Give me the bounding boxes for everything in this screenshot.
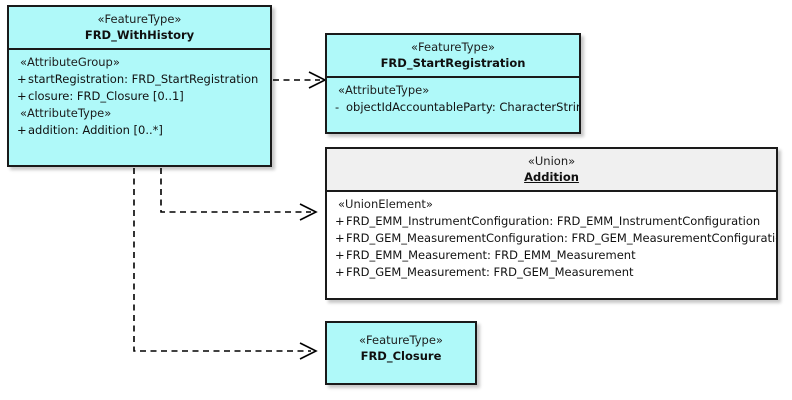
attribute-visibility: + — [335, 248, 345, 262]
attribute-visibility: + — [335, 265, 345, 279]
attribute-visibility: + — [335, 214, 345, 228]
attribute-visibility: + — [17, 123, 27, 137]
dependency-with-history-to-start-registration[interactable] — [273, 71, 327, 89]
class-stereotype: «FeatureType» — [411, 40, 495, 54]
attribute-group-label: «AttributeType» — [338, 83, 430, 97]
attribute-visibility: + — [335, 231, 345, 245]
class-body-frd-start-registration: «AttributeType» - objectIdAccountablePar… — [327, 78, 579, 121]
class-box-frd-with-history[interactable]: «FeatureType» FRD_WithHistory «Attribute… — [7, 5, 272, 167]
class-name: Addition — [524, 170, 579, 184]
class-header-frd-closure: «FeatureType» FRD_Closure — [327, 323, 475, 369]
class-body-frd-with-history: «AttributeGroup» + startRegistration: FR… — [9, 50, 270, 144]
attribute-text: closure: FRD_Closure [0..1] — [28, 89, 184, 103]
class-box-frd-start-registration[interactable]: «FeatureType» FRD_StartRegistration «Att… — [325, 33, 581, 134]
dependency-with-history-to-addition[interactable] — [160, 168, 318, 221]
class-header-addition: «Union» Addition — [327, 149, 776, 190]
attribute-text: addition: Addition [0..*] — [28, 123, 163, 137]
attribute-group-label: «AttributeGroup» — [20, 55, 120, 69]
attribute-row[interactable]: + startRegistration: FRD_StartRegistrati… — [9, 71, 270, 88]
class-header-frd-with-history: «FeatureType» FRD_WithHistory — [9, 7, 270, 48]
attribute-row[interactable]: + FRD_EMM_Measurement: FRD_EMM_Measureme… — [327, 247, 776, 264]
class-divider — [9, 48, 270, 50]
attribute-row[interactable]: + FRD_GEM_Measurement: FRD_GEM_Measureme… — [327, 264, 776, 281]
attribute-row[interactable]: + addition: Addition [0..*] — [9, 122, 270, 139]
class-stereotype: «FeatureType» — [359, 333, 443, 347]
class-stereotype: «Union» — [527, 154, 576, 168]
dependency-with-history-to-closure[interactable] — [133, 168, 318, 360]
class-divider — [327, 190, 776, 192]
class-name: FRD_StartRegistration — [380, 56, 526, 70]
attribute-visibility: + — [17, 89, 27, 103]
attribute-text: FRD_EMM_Measurement: FRD_EMM_Measurement — [346, 248, 636, 262]
class-box-frd-closure[interactable]: «FeatureType» FRD_Closure — [325, 321, 477, 385]
class-divider — [327, 76, 579, 78]
attribute-row[interactable]: + FRD_EMM_InstrumentConfiguration: FRD_E… — [327, 213, 776, 230]
attribute-visibility: + — [17, 72, 27, 86]
attribute-text: objectIdAccountableParty: CharacterStrin… — [346, 100, 581, 114]
class-box-addition[interactable]: «Union» Addition «UnionElement» + FRD_EM… — [325, 147, 778, 300]
class-name: FRD_Closure — [360, 349, 442, 363]
attribute-text: FRD_EMM_InstrumentConfiguration: FRD_EMM… — [346, 214, 761, 228]
attribute-text: FRD_GEM_Measurement: FRD_GEM_Measurement — [346, 265, 634, 279]
attribute-row[interactable]: - objectIdAccountableParty: CharacterStr… — [327, 99, 579, 116]
attribute-visibility: - — [335, 100, 340, 114]
attribute-text: startRegistration: FRD_StartRegistration — [28, 72, 259, 86]
attribute-group-label: «UnionElement» — [338, 197, 433, 211]
class-stereotype: «FeatureType» — [97, 12, 182, 26]
class-header-frd-start-registration: «FeatureType» FRD_StartRegistration — [327, 35, 579, 76]
attribute-row[interactable]: + FRD_GEM_MeasurementConfiguration: FRD_… — [327, 230, 776, 247]
attribute-text: FRD_GEM_MeasurementConfiguration: FRD_GE… — [346, 231, 778, 245]
attribute-group-label: «AttributeType» — [20, 106, 112, 120]
class-body-addition: «UnionElement» + FRD_EMM_InstrumentConfi… — [327, 192, 776, 286]
class-name: FRD_WithHistory — [84, 28, 195, 42]
attribute-row[interactable]: + closure: FRD_Closure [0..1] — [9, 88, 270, 105]
